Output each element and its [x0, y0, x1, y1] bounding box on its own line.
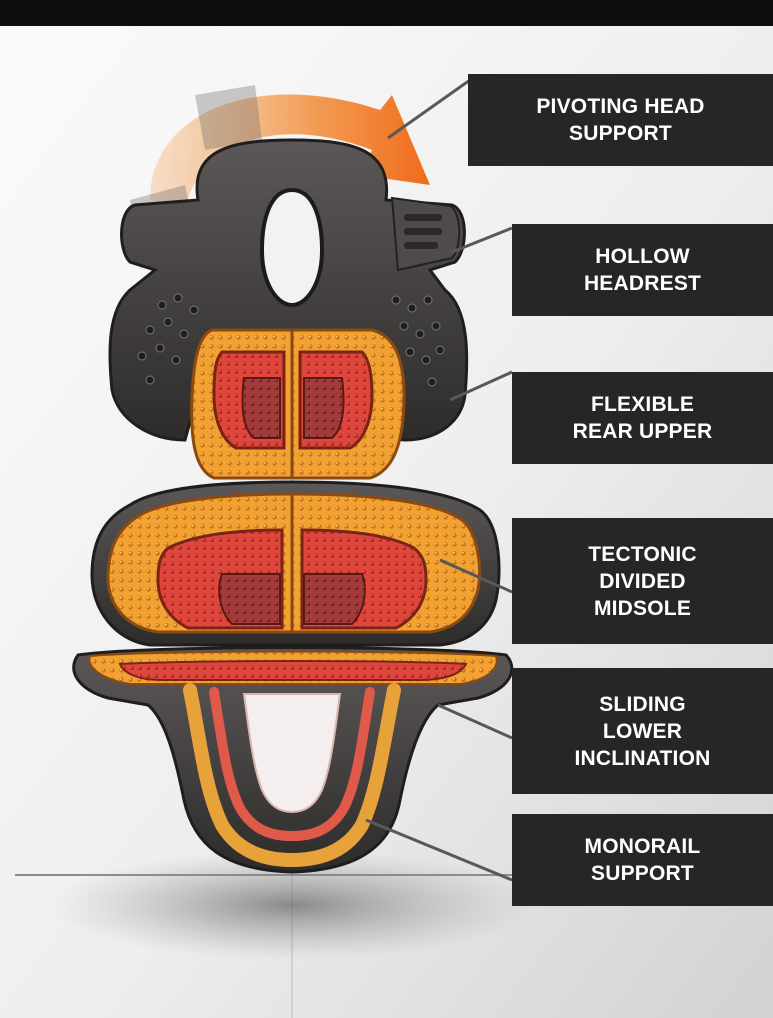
midsole [92, 482, 499, 645]
callout-hollow-headrest: HOLLOW HEADREST [512, 224, 773, 316]
top-dark-bar [0, 0, 773, 26]
callout-flexible-rear-upper: FLEXIBLE REAR UPPER [512, 372, 773, 464]
callout-monorail-support: MONORAIL SUPPORT [512, 814, 773, 906]
callout-hollow-headrest-text: HOLLOW HEADREST [584, 243, 701, 297]
callout-flexible-rear-upper-text: FLEXIBLE REAR UPPER [573, 391, 713, 445]
callout-tectonic-divided-midsole: TECTONIC DIVIDED MIDSOLE [512, 518, 773, 644]
callout-sliding-lower-inclination: SLIDING LOWER INCLINATION [512, 668, 773, 794]
callout-pivoting-head-support: PIVOTING HEAD SUPPORT [468, 74, 773, 166]
upper-cushion [192, 330, 404, 478]
callout-sliding-lower-inclination-text: SLIDING LOWER INCLINATION [575, 691, 711, 772]
callout-pivoting-head-support-text: PIVOTING HEAD SUPPORT [536, 93, 704, 147]
callout-tectonic-divided-midsole-text: TECTONIC DIVIDED MIDSOLE [588, 541, 697, 622]
callout-monorail-support-text: MONORAIL SUPPORT [585, 833, 701, 887]
